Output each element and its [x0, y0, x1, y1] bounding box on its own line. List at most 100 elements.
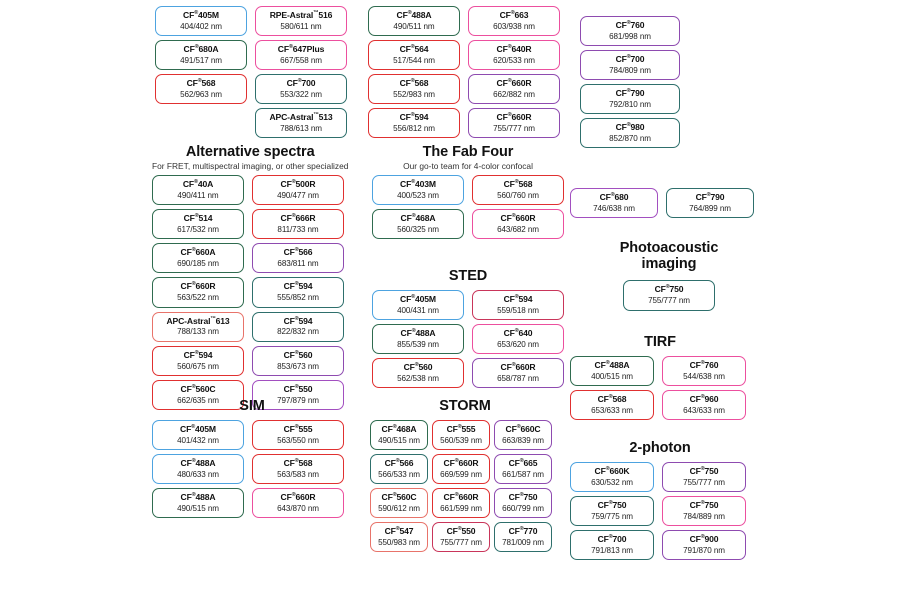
trademark-mark: ® [194, 179, 198, 186]
trademark-mark: ® [410, 44, 415, 51]
group-title: Alternative spectra [185, 144, 315, 160]
dye-chip[interactable]: APC-Astral™513 788/613 nm [255, 108, 347, 139]
dye-spectra: 663/839 nm [502, 436, 544, 446]
trademark-mark: ® [605, 360, 610, 367]
dye-spectra: 764/899 nm [689, 203, 731, 213]
trademark-mark: ® [700, 466, 705, 473]
dye-name: CF®488A [396, 9, 432, 20]
dye-name: CF®564 [399, 43, 429, 54]
dye-spectra: 661/587 nm [502, 470, 544, 480]
dye-spectra: 822/832 nm [277, 327, 319, 337]
dye-spectra: 563/522 nm [177, 293, 219, 303]
dye-spectra: 620/533 nm [493, 56, 535, 66]
dye-spectra: 788/613 nm [280, 124, 322, 134]
dye-spectra: 563/550 nm [277, 436, 319, 446]
dye-spectra: 755/777 nm [683, 478, 725, 488]
group-title: STORM [439, 398, 491, 414]
trademark-mark: ® [411, 328, 416, 335]
trademark-mark: ® [191, 424, 196, 431]
dye-name: CF®660R [496, 77, 532, 88]
dye-name: APC-Astral™513 [269, 112, 333, 122]
trademark-mark: ® [626, 122, 631, 129]
